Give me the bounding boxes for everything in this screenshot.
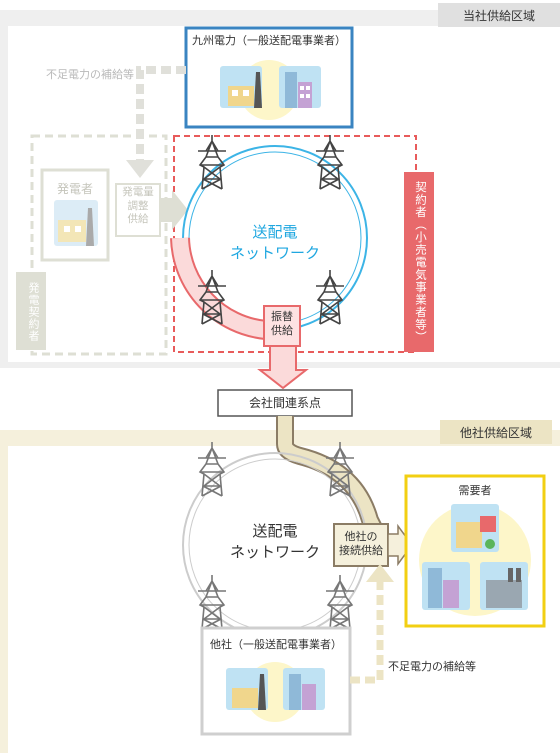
adjust-line-3: 供給 bbox=[127, 213, 149, 226]
shortage-label-bottom: 不足電力の補給等 bbox=[388, 660, 476, 673]
interconnect-frame bbox=[217, 389, 353, 417]
generator-contract-area bbox=[30, 134, 168, 356]
other-connect-line-2: 接続供給 bbox=[339, 544, 383, 558]
swap-supply-line-1: 振替 bbox=[271, 310, 293, 323]
adjust-frame bbox=[115, 183, 161, 237]
other-connect-line-1: 他社の bbox=[344, 530, 378, 543]
generator-contract-label: 発電契約者 bbox=[27, 282, 40, 342]
generator-title: 発電者 bbox=[56, 182, 93, 196]
interconnect-label: 会社間連系点 bbox=[248, 396, 321, 410]
swap-supply-frame bbox=[263, 305, 301, 347]
other-connect-label: 他社の 接続供給 bbox=[334, 530, 388, 559]
network-top-line-2: ネットワーク bbox=[229, 244, 320, 262]
kyushu-label: 九州電力（一般送配電事業者） bbox=[192, 34, 346, 47]
swap-supply-line-2: 供給 bbox=[271, 324, 293, 338]
shortage-label-top: 不足電力の補給等 bbox=[46, 68, 134, 81]
demand-label: 需要者 bbox=[458, 484, 492, 497]
network-top-label: 送配電 ネットワーク bbox=[215, 222, 335, 264]
network-bottom-line-2: ネットワーク bbox=[229, 543, 320, 561]
other-company-label: 他社（一般送配電事業者） bbox=[210, 638, 342, 651]
other-supply-area-tag: 他社供給区域 bbox=[440, 420, 552, 444]
adjust-label: 発電量 調整 供給 bbox=[116, 186, 160, 227]
network-top-line-1: 送配電 bbox=[252, 223, 298, 241]
swap-supply-label: 振替 供給 bbox=[264, 310, 300, 339]
adjust-line-1: 発電量 bbox=[122, 186, 154, 198]
network-bottom-label: 送配電 ネットワーク bbox=[215, 521, 335, 563]
network-bottom-line-1: 送配電 bbox=[252, 522, 298, 540]
own-supply-area-tag: 当社供給区域 bbox=[438, 3, 560, 27]
adjust-line-2: 調整 bbox=[127, 199, 149, 212]
retail-contract-label: 契約者（小売電気事業者等） bbox=[414, 180, 428, 344]
